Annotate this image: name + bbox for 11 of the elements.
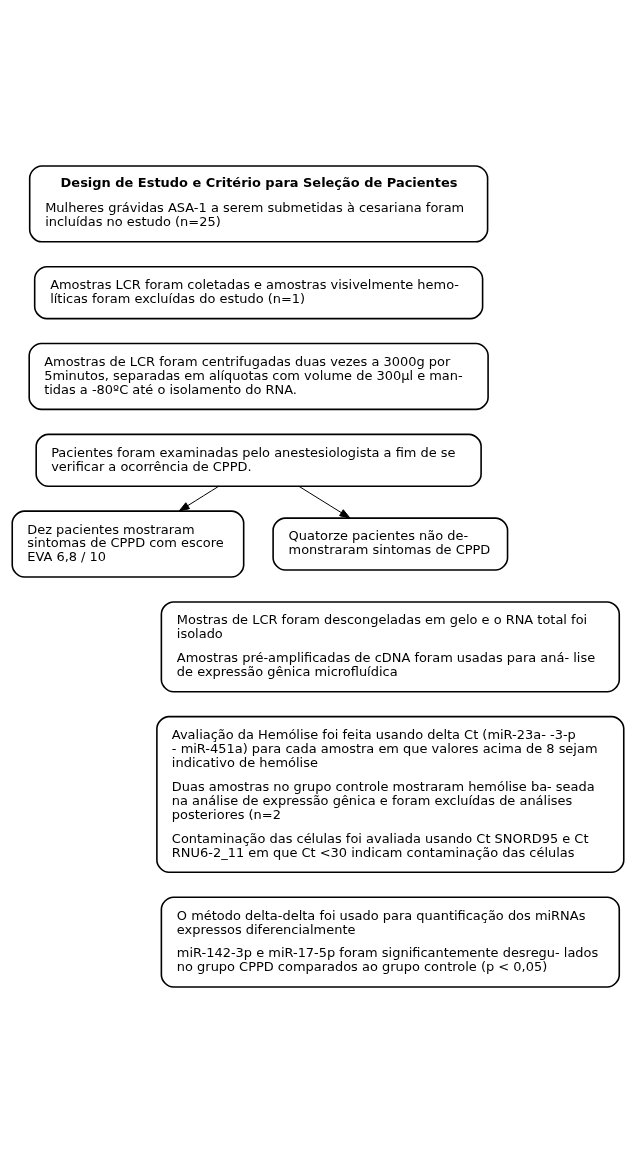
node-box: O método delta-delta foi usado para quantificação dos miRNAs expressos diferencialmente miR-142-3p e miR-17-5p foram significantemente desregu- lados no grupo CPPD comparados ao grupo controle (p < 0,05) [160,896,621,988]
node-box: Pacientes foram examinadas pelo anestesiologista a fim de se verificar a ocorrência de CPPD. [35,433,482,488]
arrow [178,485,220,512]
node-box: Dez pacientes mostraram sintomas de CPPD com escore EVA 6,8 / 10 [11,510,245,578]
node-box: Avaliação da Hemólise foi feita usando delta Ct (miR-23a- -3-p - miR-451a) para cada amostra em que valores acima de 8 sejam indicativo de hemólise Duas amostras no grupo controle mostraram hemólise ba- seada na análise de expressão gênica e foram excluídas de análises posteriores (n=2 Contaminação das células foi avaliada usando Ct SNORD95 e Ct RNU6-2_11 em que Ct <30 indicam contaminação das células [156,715,625,874]
node-box: Quatorze pacientes não de- monstraram sintomas de CPPD [272,517,509,571]
node-box: Design de Estudo e Critério para Seleção de Pacientes Mulheres grávidas ASA-1 a serem submetidas à cesariana foram incluídas no estudo (n=25) [28,165,489,243]
node-box: Amostras de LCR foram centrifugadas duas vezes a 3000g por 5minutos, separadas em alíquotas com volume de 300µl e man- tidas a -80ºC até o isolamento do RNA. [28,342,489,411]
arrow [298,485,351,519]
node-box: Mostras de LCR foram descongeladas em gelo e o RNA total foi isolado Amostras pré-amplificadas de cDNA foram usadas para aná- lise de expressão gênica microfluídica [160,601,621,693]
node-box: Amostras LCR foram coletadas e amostras visivelmente hemo- líticas foram excluídas do estudo (n=1) [33,265,484,320]
